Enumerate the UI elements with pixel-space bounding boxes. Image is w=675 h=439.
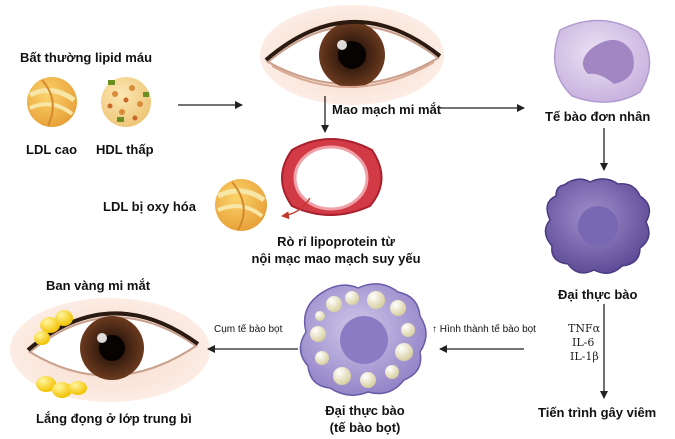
label-foam-cluster: Cụm tế bào bọt	[214, 324, 283, 335]
macrophage-cell-icon	[544, 178, 651, 274]
label-oxidized-ldl: LDL bị oxy hóa	[103, 199, 196, 214]
label-ldl-high: LDL cao	[26, 142, 78, 157]
hdl-particle-icon	[101, 77, 151, 127]
label-macrophage: Đại thực bào	[558, 287, 638, 302]
foam-cell-icon	[299, 283, 427, 396]
label-xanthelasma: Ban vàng mi mắt	[46, 278, 151, 293]
label-leak-line2: nội mạc mao mạch suy yếu	[251, 251, 421, 266]
arrow-leak-red	[281, 197, 311, 220]
monocyte-cell-icon	[553, 19, 651, 103]
label-foam-cell: Đại thực bào (tế bào bọt)	[290, 402, 440, 436]
label-cytokine-il1: IL-1β	[570, 350, 599, 363]
label-inflammation: Tiến trình gây viêm	[538, 405, 657, 420]
xanthelasma-deposits-icon	[34, 310, 87, 398]
ldl-particle-icon	[27, 77, 77, 127]
label-lipoprotein-leak: Rò rỉ lipoprotein từ nội mạc mao mạch su…	[236, 233, 436, 267]
label-cytokine-tnf: TNFα	[568, 322, 601, 335]
label-cytokine-il6: IL-6	[572, 336, 595, 349]
oxidized-ldl-particle-icon	[215, 179, 267, 231]
capillary-cross-section-icon	[281, 138, 383, 216]
label-eyelid-capillary: Mao mạch mi mắt	[332, 102, 442, 117]
label-dermal-deposit: Lắng đọng ở lớp trung bì	[36, 411, 192, 426]
eye-illustration-top	[260, 5, 444, 105]
label-foam-line2: (tế bào bọt)	[329, 420, 401, 435]
flow-arrows	[178, 96, 608, 399]
label-leak-line1: Rò rỉ lipoprotein từ	[277, 234, 395, 249]
label-foam-formation: ↑ Hình thành tế bào bọt	[432, 324, 536, 335]
label-monocyte: Tế bào đơn nhân	[545, 109, 651, 124]
label-hdl-low: HDL thấp	[96, 142, 154, 157]
label-foam-line1: Đại thực bào	[325, 403, 405, 418]
label-abnormal-lipid: Bất thường lipid máu	[20, 50, 153, 65]
eye-illustration-bottom	[10, 298, 210, 402]
